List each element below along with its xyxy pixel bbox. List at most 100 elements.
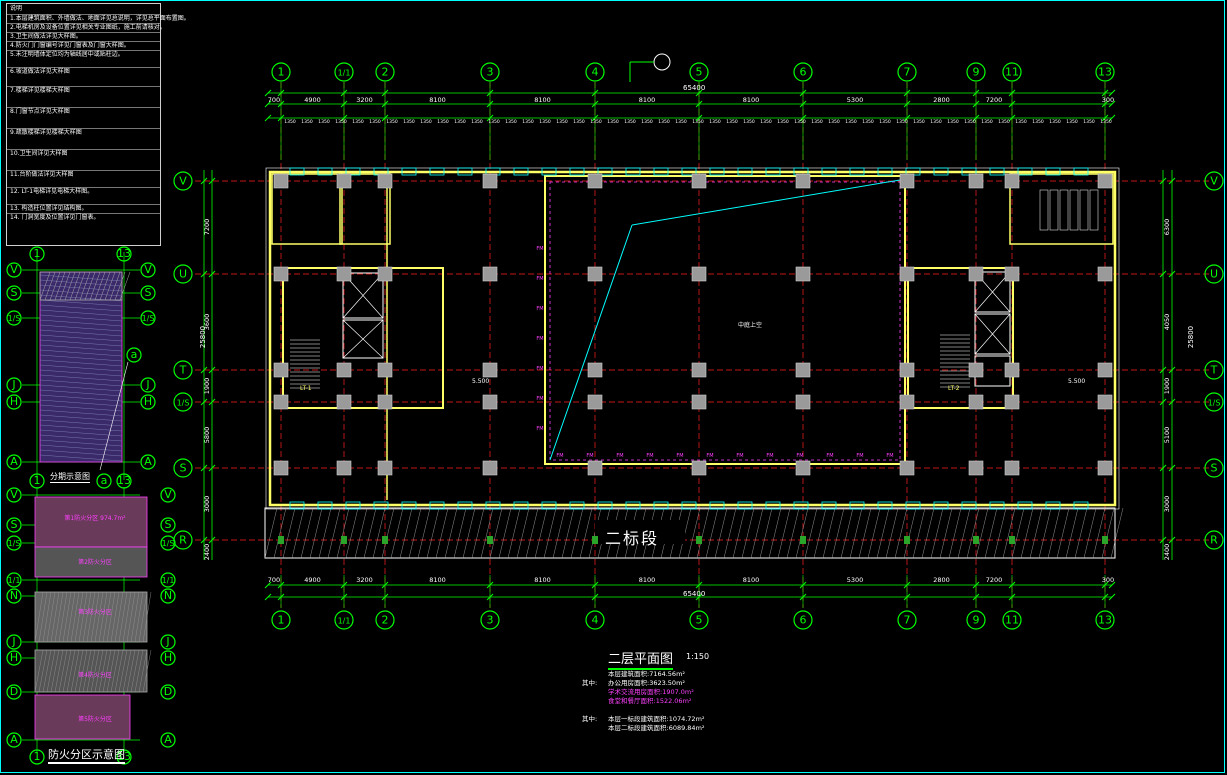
area-stat-row: 食堂和餐厅面积:1522.06m² <box>608 697 692 705</box>
atrium-wall <box>544 175 906 465</box>
structural-column <box>1004 266 1020 282</box>
fire-zone-5 <box>34 694 131 740</box>
phase-hatch-top <box>114 271 126 301</box>
legend-bubble-bottom-circle <box>116 749 132 765</box>
fire-hatch <box>102 591 112 643</box>
phase-hatch <box>39 429 123 437</box>
band-hatch <box>282 507 296 559</box>
door-tag: FM <box>616 453 623 459</box>
axis-bubble-bottom-circle <box>1002 610 1022 630</box>
band-hatch <box>552 507 566 559</box>
note-item: 9.疏散楼梯详见楼梯大样图 <box>7 128 160 149</box>
dimension-text-detail: 1350 <box>1049 119 1061 125</box>
legend-bubble-right-circle <box>140 377 156 393</box>
band-hatch <box>372 507 386 559</box>
axis-bubble-top-text: 9 <box>973 66 980 79</box>
dimension-tick <box>903 114 911 122</box>
dimension-text-detail: 1350 <box>896 119 908 125</box>
window <box>765 167 781 176</box>
dimension-text-bottom: 7200 <box>986 576 1003 584</box>
fire-hatch <box>110 649 120 693</box>
structural-column <box>899 266 915 282</box>
band-hatch <box>399 507 413 559</box>
phase-hatch-top <box>44 271 56 301</box>
fire-hatch <box>122 649 132 693</box>
note-item: 14. 门洞宽度及位置详见门窗表。 <box>7 213 160 222</box>
structural-column <box>377 173 393 189</box>
axis-bubble-top-text: 1/1 <box>338 69 351 78</box>
dimension-text-detail: 1350 <box>522 119 534 125</box>
axis-bubble-top-text: 5 <box>696 66 703 79</box>
atrium-railing <box>549 181 901 461</box>
axis-bubble-top-text: 7 <box>904 66 911 79</box>
axis-bubble-left-text: V <box>179 175 187 188</box>
dimension-tick <box>1168 270 1176 278</box>
band-hatch <box>957 507 971 559</box>
dimension-tick <box>1168 177 1176 185</box>
window <box>625 167 641 176</box>
dimension-tick <box>1159 536 1167 544</box>
fire-zone-label: 第3防火分区 <box>78 609 112 616</box>
band-hatch <box>417 507 431 559</box>
band-hatch <box>849 507 863 559</box>
axis-bubble-top-circle <box>480 62 500 82</box>
phase-hatch <box>39 414 123 422</box>
legend-bubble-left-circle <box>6 650 22 666</box>
dimension-tick <box>486 89 494 97</box>
band-hatch <box>273 507 287 559</box>
fire-hatch <box>70 591 80 643</box>
fire-hatch <box>38 591 48 643</box>
structural-column <box>336 173 352 189</box>
window <box>933 501 949 510</box>
axis-bubble-left-text: T <box>179 364 187 377</box>
fire-hatch <box>110 591 120 643</box>
dimension-tick <box>264 593 272 601</box>
window <box>485 501 501 510</box>
elevator-x <box>342 319 384 359</box>
axis-bubble-bottom-circle <box>1095 610 1115 630</box>
phase-hatch-top <box>54 271 66 301</box>
zone-a-bubble-circle <box>126 347 142 363</box>
phase-hatch <box>39 409 123 417</box>
band-column <box>487 536 493 544</box>
dimension-tick <box>1168 398 1176 406</box>
window <box>513 167 529 176</box>
phase-hatch <box>39 434 123 442</box>
dimension-text-top: 8100 <box>429 96 446 104</box>
axis-grid <box>195 82 1210 608</box>
structural-column <box>273 362 289 378</box>
dimension-tick <box>486 581 494 589</box>
dimension-tick <box>1159 177 1167 185</box>
fire-hatch <box>34 649 44 693</box>
dimension-tick <box>1159 464 1167 472</box>
band-hatch <box>570 507 584 559</box>
structural-column <box>1097 362 1113 378</box>
phase-hatch <box>39 379 123 387</box>
band-hatch <box>831 507 845 559</box>
phase-hatch-top <box>84 271 96 301</box>
axis-bubble-right-text: R <box>1210 534 1218 547</box>
dimension-tick <box>972 100 980 108</box>
fire-hatch <box>134 591 144 643</box>
door-tag: FM <box>536 426 543 432</box>
structural-column <box>1004 362 1020 378</box>
phase-hatch <box>39 324 123 332</box>
dimension-tick <box>1159 398 1167 406</box>
dimension-tick <box>340 100 348 108</box>
axis-bubble-left-circle <box>173 392 193 412</box>
structural-column <box>899 394 915 410</box>
legend-bubble-left-text: V <box>10 263 18 276</box>
axis-bubble-bottom-text: 3 <box>487 614 494 627</box>
axis-bubble-top-text: 6 <box>800 66 807 79</box>
band-hatch <box>948 507 962 559</box>
dimension-text-bottom: 300 <box>1102 576 1114 584</box>
axis-bubble-bottom-text: 11 <box>1005 614 1019 627</box>
legend-bubble-right-circle <box>160 487 176 503</box>
dimension-tick <box>486 593 494 601</box>
dimension-tick <box>264 114 272 122</box>
band-hatch <box>543 507 557 559</box>
dimension-text-right: 4050 <box>1163 314 1171 331</box>
window <box>625 501 641 510</box>
phase-hatch-top <box>109 271 121 301</box>
dimension-text-top: 5300 <box>847 96 864 104</box>
